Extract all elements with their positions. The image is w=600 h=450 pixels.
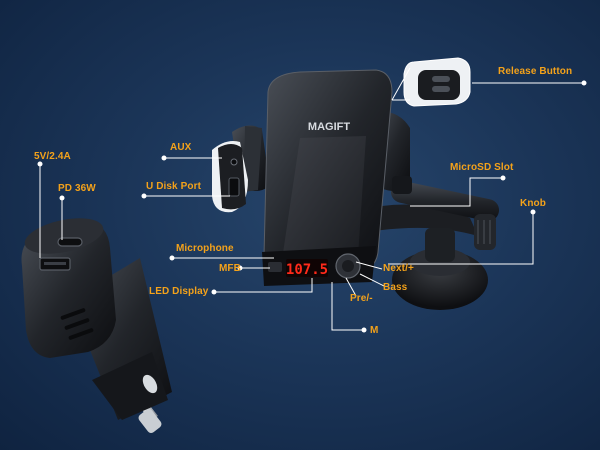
port-zoom [212, 141, 248, 213]
label-aux: AUX [170, 142, 192, 153]
label-led-display: LED Display [149, 286, 209, 297]
label-u-disk-port: U Disk Port [146, 181, 202, 192]
label-mfb: MFB [219, 263, 241, 274]
led-display-reading: 107.5 [286, 262, 328, 278]
car-charger [21, 218, 172, 433]
phone-holder: MAGIFT 107.5 [224, 69, 412, 286]
label-pre: Pre/- [350, 293, 373, 304]
label-next: Next/+ [383, 263, 414, 274]
mfb-button-icon [268, 262, 282, 272]
label-release-button: Release Button [498, 66, 573, 77]
led-display [286, 259, 328, 277]
leader-lines [37, 67, 587, 333]
label-pd-36w: PD 36W [58, 183, 96, 194]
label-m: M [370, 325, 379, 336]
label-bass: Bass [383, 282, 408, 293]
knob-icon [474, 214, 496, 250]
usb-c-port-icon [57, 237, 83, 247]
label-microsd-slot: MicroSD Slot [450, 162, 514, 173]
label-microphone: Microphone [176, 243, 234, 254]
release-button-zoom [403, 57, 471, 107]
suction-mount [360, 180, 500, 310]
label-knob: Knob [520, 198, 546, 209]
brand-logo: MAGIFT [308, 121, 350, 133]
label-usb-5v: 5V/2.4A [34, 151, 71, 162]
